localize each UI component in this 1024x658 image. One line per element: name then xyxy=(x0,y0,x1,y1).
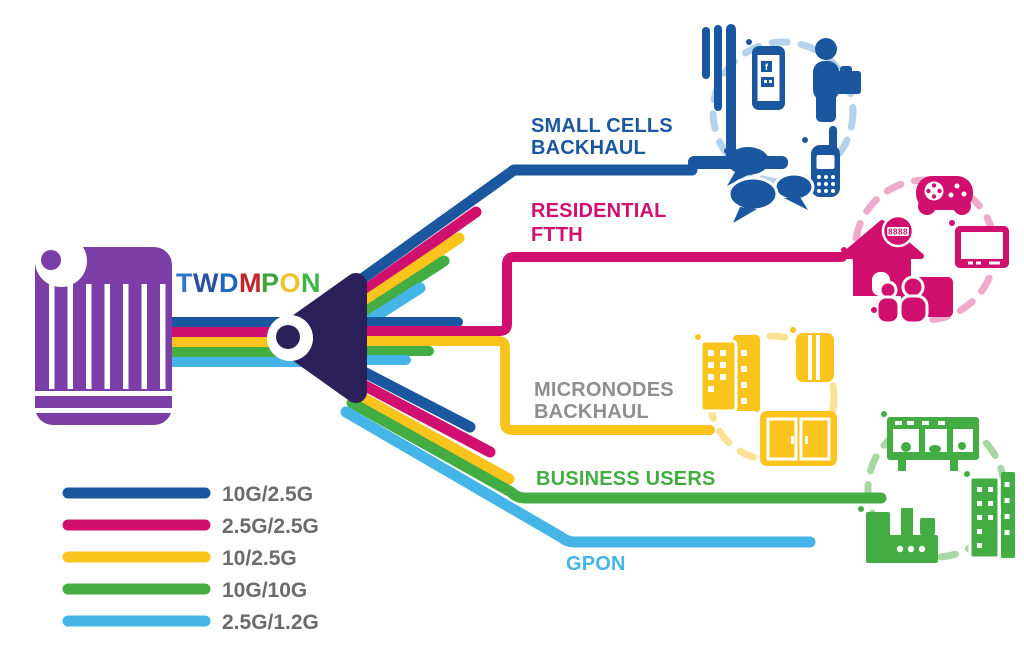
title-letter: P xyxy=(261,268,280,298)
house-icon: 8888 xyxy=(840,214,924,296)
small-cells-dashed-ring xyxy=(709,38,857,186)
speech-bubbles-icon xyxy=(724,147,815,223)
splitter-body xyxy=(269,273,367,403)
small-cells-cluster: f xyxy=(688,24,861,223)
title-letter: W xyxy=(193,268,219,298)
micronode-buildings-icon xyxy=(695,334,760,413)
legend-labels: 10G/2.5G 2.5G/2.5G 10/2.5G 10G/10G 2.5G/… xyxy=(222,483,319,634)
upper-stub-magenta xyxy=(348,206,482,304)
micronodes-cluster xyxy=(695,327,837,466)
legend-lines xyxy=(62,487,211,627)
double-cabinet-icon xyxy=(754,406,837,466)
lower-fan-bundle xyxy=(340,363,887,548)
small-cells-label-line2: BACKHAUL xyxy=(531,137,646,159)
business-label: BUSINESS USERS xyxy=(536,468,716,490)
legend-label-1: 10G/2.5G xyxy=(222,483,313,506)
middle-fan-bundle xyxy=(357,252,847,435)
business-person-icon xyxy=(813,38,861,122)
residential-label-line2: FTTH xyxy=(531,224,583,246)
residential-cluster: 8888 xyxy=(840,176,1009,325)
legend-label-4: 10G/10G xyxy=(222,579,307,602)
title-letter: D xyxy=(219,268,239,298)
title-letter: M xyxy=(239,268,262,298)
diagram-title-word1: TWDM xyxy=(176,268,262,298)
facebook-f-glyph: f xyxy=(765,62,769,72)
business-cluster xyxy=(858,411,1015,563)
legend-label-3: 10/2.5G xyxy=(222,547,297,570)
warehouse-icon xyxy=(881,411,979,471)
legend-label-5: 2.5G/1.2G xyxy=(222,611,319,634)
small-cells-line xyxy=(346,164,698,292)
lower-stub-blue xyxy=(352,363,476,433)
small-cells-label-line1: SMALL CELLS xyxy=(531,115,673,137)
factory-icon xyxy=(858,506,938,563)
splitter-ring-core xyxy=(276,325,300,349)
lower-stub-magenta xyxy=(350,375,496,458)
game-controller-icon xyxy=(916,176,973,215)
olt-corner-dot xyxy=(41,250,61,270)
splitter xyxy=(267,273,367,403)
legend-label-2: 2.5G/2.5G xyxy=(222,515,319,538)
olt-corner-cutout xyxy=(35,235,87,287)
diagram-title-word2: PON xyxy=(261,268,321,298)
upper-stub-yellow xyxy=(346,232,465,316)
title-letter: T xyxy=(176,268,193,298)
office-towers-icon xyxy=(964,471,1015,560)
smartphone-icon: f xyxy=(746,39,785,110)
olt-device xyxy=(35,235,172,425)
title-letter: O xyxy=(280,268,302,298)
micronodes-label-line2: BACKHAUL xyxy=(534,401,649,423)
micronodes-label-line1: MICRONODES xyxy=(534,379,674,401)
gpon-line xyxy=(340,406,816,548)
business-line xyxy=(346,397,887,504)
title-letter: N xyxy=(301,268,321,298)
residential-line xyxy=(357,252,847,336)
family-screen-icon xyxy=(871,275,953,325)
gpon-label: GPON xyxy=(566,553,626,575)
olt-stripes xyxy=(35,284,172,413)
micronodes-line xyxy=(357,336,715,435)
residential-label-line1: RESIDENTIAL xyxy=(531,200,667,222)
tv-icon xyxy=(949,220,1009,268)
legend: 10G/2.5G 2.5G/2.5G 10/2.5G 10G/10G 2.5G/… xyxy=(62,483,319,634)
meter-reading: 8888 xyxy=(888,228,908,237)
lower-stub-yellow xyxy=(348,387,515,485)
mobile-phone-icon xyxy=(802,126,840,197)
street-cabinet-icon xyxy=(790,327,834,382)
